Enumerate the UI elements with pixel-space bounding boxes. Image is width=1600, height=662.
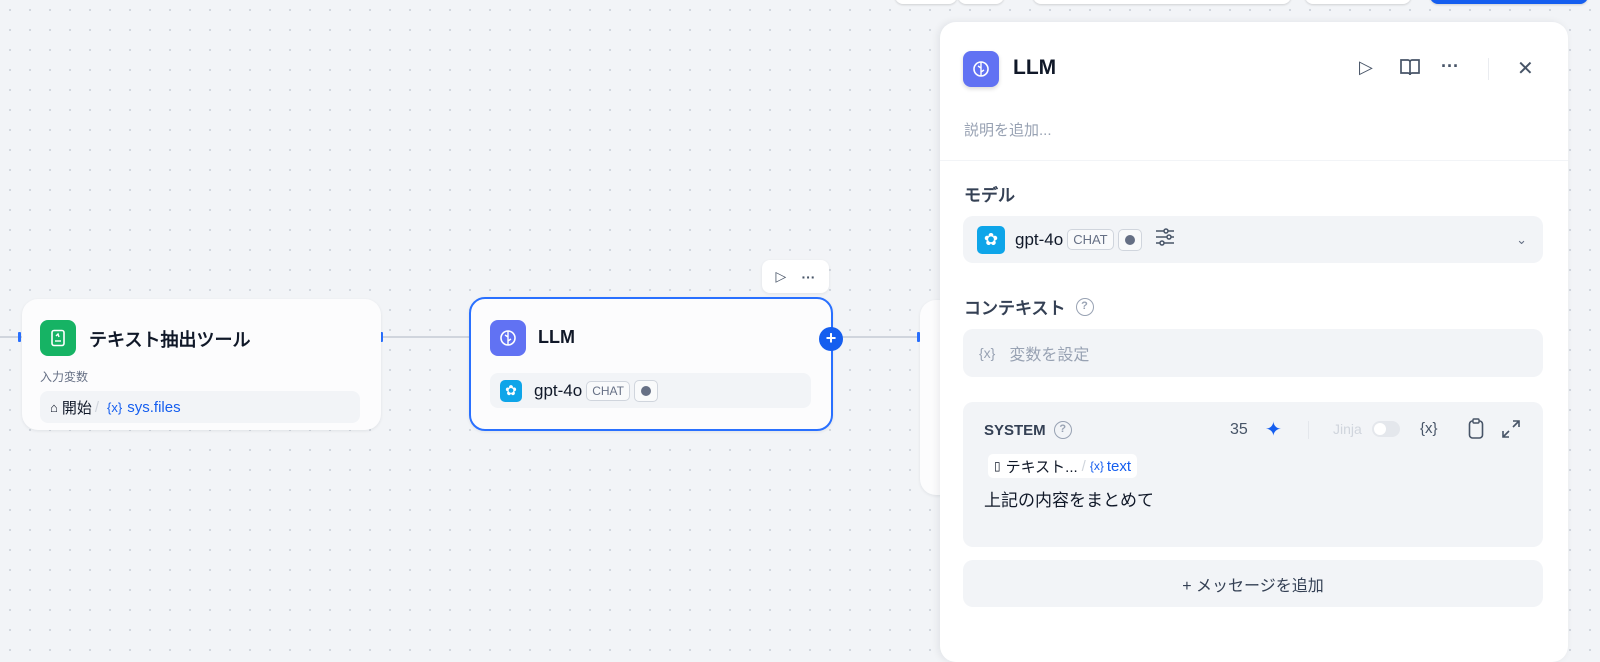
source-node-name: 開始	[61, 399, 92, 417]
variable-icon: {x}	[979, 345, 996, 361]
vision-icon	[1117, 228, 1142, 251]
close-icon[interactable]: ✕	[1517, 58, 1534, 80]
divider	[1488, 58, 1489, 80]
context-label-row: コンテキスト ?	[964, 294, 1094, 319]
copy-clipboard-icon[interactable]	[1468, 418, 1484, 445]
openai-icon: ✿	[500, 379, 522, 402]
home-icon: ⌂	[50, 399, 58, 415]
context-label: コンテキスト	[964, 299, 1066, 318]
vision-icon	[633, 379, 658, 402]
toolbar-button[interactable]	[1305, 0, 1411, 4]
variable-icon: {x}	[107, 399, 123, 415]
edge	[0, 336, 22, 338]
node-text-extractor[interactable]: テキスト抽出ツール 入力変数 ⌂ 開始 / {x} sys.files	[22, 299, 381, 430]
chevron-down-icon[interactable]: ⌄	[1516, 231, 1527, 247]
panel-title[interactable]: LLM	[1013, 56, 1057, 79]
help-icon[interactable]: ?	[1053, 421, 1072, 439]
more-icon[interactable]: ···	[801, 268, 816, 285]
mode-badge: CHAT	[586, 380, 630, 401]
description-input[interactable]: 説明を追加...	[964, 122, 1052, 139]
settings-sliders-icon[interactable]	[1154, 227, 1176, 252]
target-handle[interactable]	[18, 332, 21, 342]
prompt-text[interactable]: 上記の内容をまとめて	[984, 491, 1154, 510]
help-icon[interactable]: ?	[1075, 297, 1094, 316]
role-label: SYSTEM	[984, 421, 1046, 439]
model-select[interactable]: ✿ gpt-4o CHAT ⌄	[963, 216, 1543, 263]
mode-badge: CHAT	[1067, 229, 1114, 250]
context-placeholder: 変数を設定	[1009, 347, 1090, 364]
variable-icon: {x}	[1089, 459, 1104, 473]
node-llm[interactable]: LLM ✿ gpt-4o CHAT +	[469, 297, 843, 431]
toolbar-button[interactable]	[895, 0, 957, 4]
openai-icon: ✿	[977, 225, 1005, 254]
model-label: モデル	[964, 186, 1015, 205]
node-toolbar: ▷ ···	[762, 260, 829, 293]
insert-variable-icon[interactable]: {x}	[1420, 420, 1438, 437]
ref-node-name: テキスト...	[1005, 458, 1078, 476]
variable-reference[interactable]: ▯ テキスト... / {x} text	[988, 454, 1138, 478]
ai-generate-sparkle-icon[interactable]: ✦	[1265, 419, 1282, 441]
system-prompt-editor: SYSTEM ? 35 ✦ Jinja {x} ▯ テキスト... / {x} …	[963, 402, 1543, 547]
run-icon[interactable]: ▷	[1359, 57, 1373, 77]
book-icon[interactable]	[1399, 56, 1421, 83]
source-handle[interactable]	[380, 332, 383, 342]
target-handle[interactable]	[917, 332, 920, 342]
node-title: LLM	[538, 327, 575, 347]
divider	[940, 160, 1568, 161]
jinja-label: Jinja	[1333, 421, 1362, 437]
document-icon	[40, 320, 76, 356]
node-title: テキスト抽出ツール	[89, 330, 251, 350]
brain-icon	[490, 320, 526, 356]
expand-icon[interactable]	[1501, 419, 1521, 444]
add-node-button[interactable]: +	[819, 327, 843, 351]
edge	[381, 336, 470, 338]
toolbar-button[interactable]	[1033, 0, 1291, 4]
jinja-toggle[interactable]	[1372, 421, 1400, 437]
input-label: 入力変数	[40, 370, 89, 384]
input-variable: ⌂ 開始 / {x} sys.files	[40, 391, 360, 423]
brain-icon	[963, 51, 999, 87]
divider	[1308, 421, 1309, 439]
context-variable-input[interactable]: {x} 変数を設定	[963, 329, 1543, 377]
run-icon[interactable]: ▷	[775, 268, 787, 284]
model-name: gpt-4o	[534, 380, 583, 400]
model-name: gpt-4o	[1015, 229, 1064, 249]
token-count: 35	[1230, 421, 1248, 438]
node-settings-panel: LLM ▷ ··· ✕ 説明を追加... モデル ✿ gpt-4o CHAT ⌄…	[940, 22, 1568, 662]
toolbar-button[interactable]	[958, 0, 1004, 4]
variable-name: sys.files	[127, 398, 181, 416]
model-pill: ✿ gpt-4o CHAT	[490, 373, 811, 408]
edge	[833, 336, 923, 338]
ref-variable-name: text	[1106, 457, 1132, 475]
publish-button[interactable]	[1430, 0, 1588, 4]
add-message-button[interactable]: + メッセージを追加	[963, 560, 1543, 607]
more-icon[interactable]: ···	[1441, 56, 1459, 76]
document-icon: ▯	[994, 459, 1001, 473]
